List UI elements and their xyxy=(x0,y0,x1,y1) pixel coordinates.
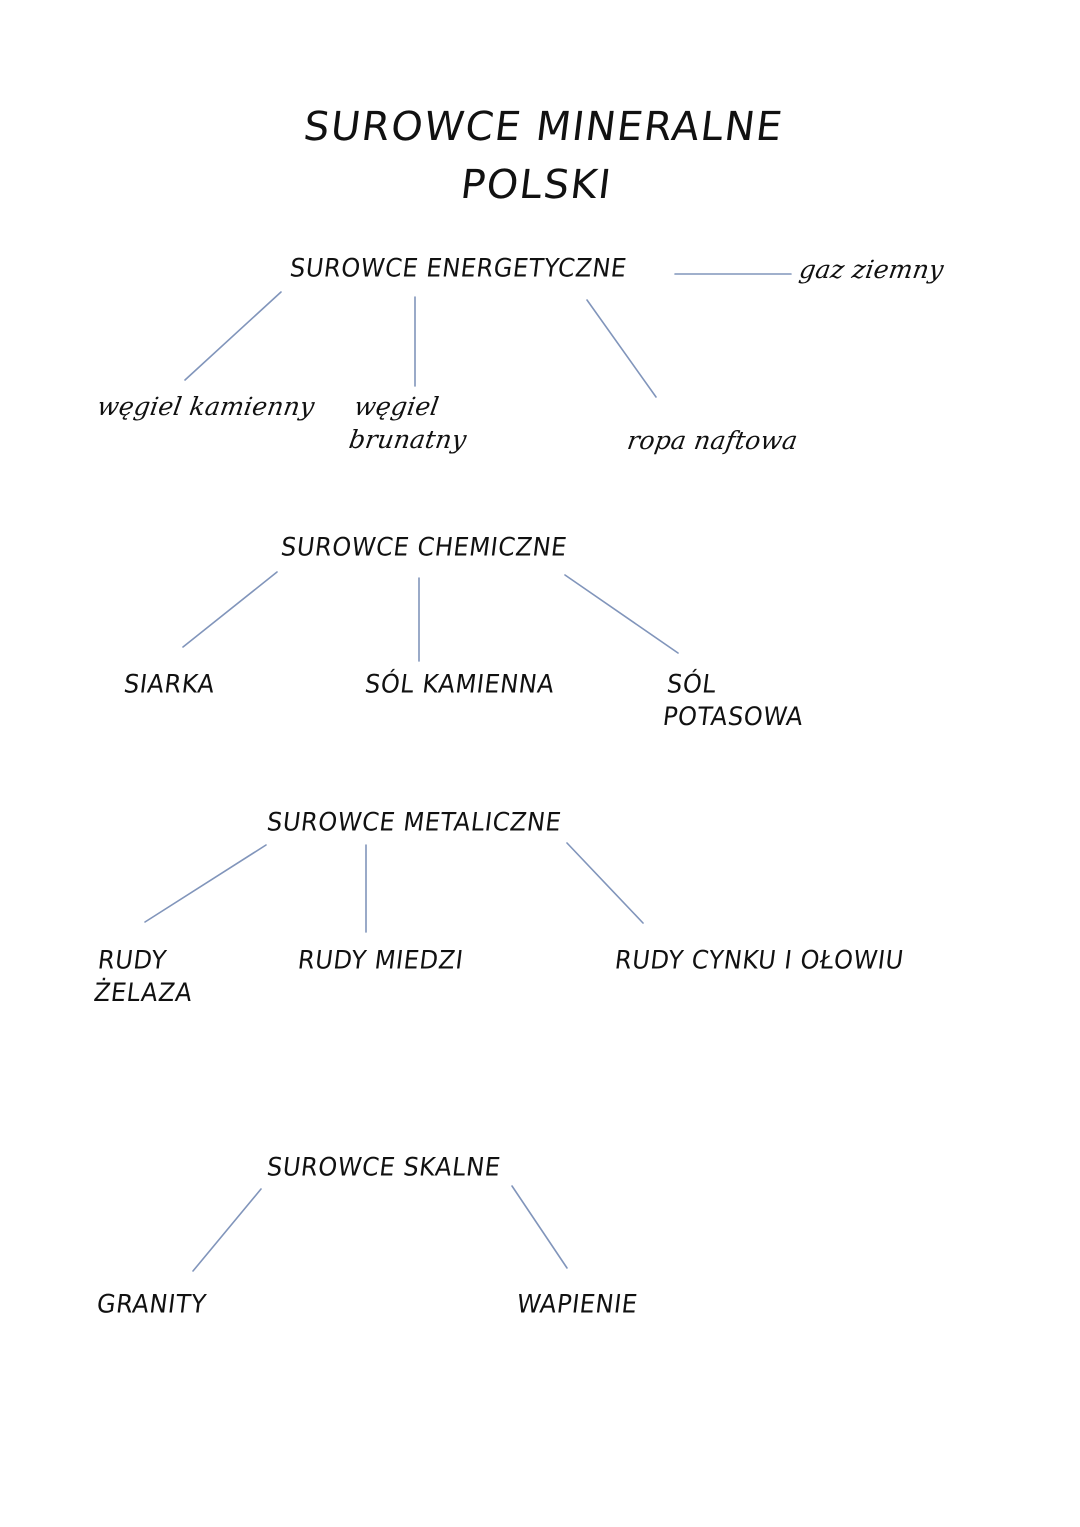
connector-skalne-2 xyxy=(511,1185,568,1269)
group-heading-energetyczne[interactable]: SUROWCE ENERGETYCZNE xyxy=(288,253,629,283)
node-rudy-cynku-i-olowiu[interactable]: RUDY CYNKU I OŁOWIU xyxy=(613,945,906,975)
node-rudy-zelaza[interactable]: RUDY ŻELAZA xyxy=(92,945,195,1008)
page-title-line-1: SUROWCE MINERALNE xyxy=(301,104,786,150)
group-heading-skalne[interactable]: SUROWCE SKALNE xyxy=(265,1152,503,1182)
connector-skalne-1 xyxy=(192,1188,262,1272)
node-wapienie[interactable]: WAPIENIE xyxy=(515,1289,640,1319)
connector-chemiczne-1 xyxy=(182,571,278,648)
node-rudy-miedzi[interactable]: RUDY MIEDZI xyxy=(296,945,466,975)
page-title: SUROWCE MINERALNE POLSKI xyxy=(0,98,1080,214)
node-ropa-naftowa[interactable]: ropa naftowa xyxy=(625,426,800,455)
node-gaz-ziemny[interactable]: gaz ziemny xyxy=(797,255,946,284)
group-heading-metaliczne[interactable]: SUROWCE METALICZNE xyxy=(265,807,564,837)
connector-metaliczne-1 xyxy=(144,844,267,923)
node-sol-potasowa[interactable]: SÓL POTASOWA xyxy=(661,669,806,732)
node-siarka[interactable]: SIARKA xyxy=(122,669,217,699)
connector-energetyczne-1 xyxy=(184,291,282,381)
node-sol-kamienna[interactable]: SÓL KAMIENNA xyxy=(363,669,557,699)
page-title-line-2: POLSKI xyxy=(458,162,615,208)
connector-metaliczne-3 xyxy=(566,842,644,924)
group-heading-chemiczne[interactable]: SUROWCE CHEMICZNE xyxy=(279,532,569,562)
connector-chemiczne-3 xyxy=(564,574,679,654)
node-granity[interactable]: GRANITY xyxy=(95,1289,209,1319)
node-wegiel-kamienny[interactable]: węgiel kamienny xyxy=(95,392,317,421)
connector-energetyczne-3 xyxy=(586,299,657,398)
node-wegiel-brunatny[interactable]: węgiel brunatny xyxy=(347,392,469,454)
